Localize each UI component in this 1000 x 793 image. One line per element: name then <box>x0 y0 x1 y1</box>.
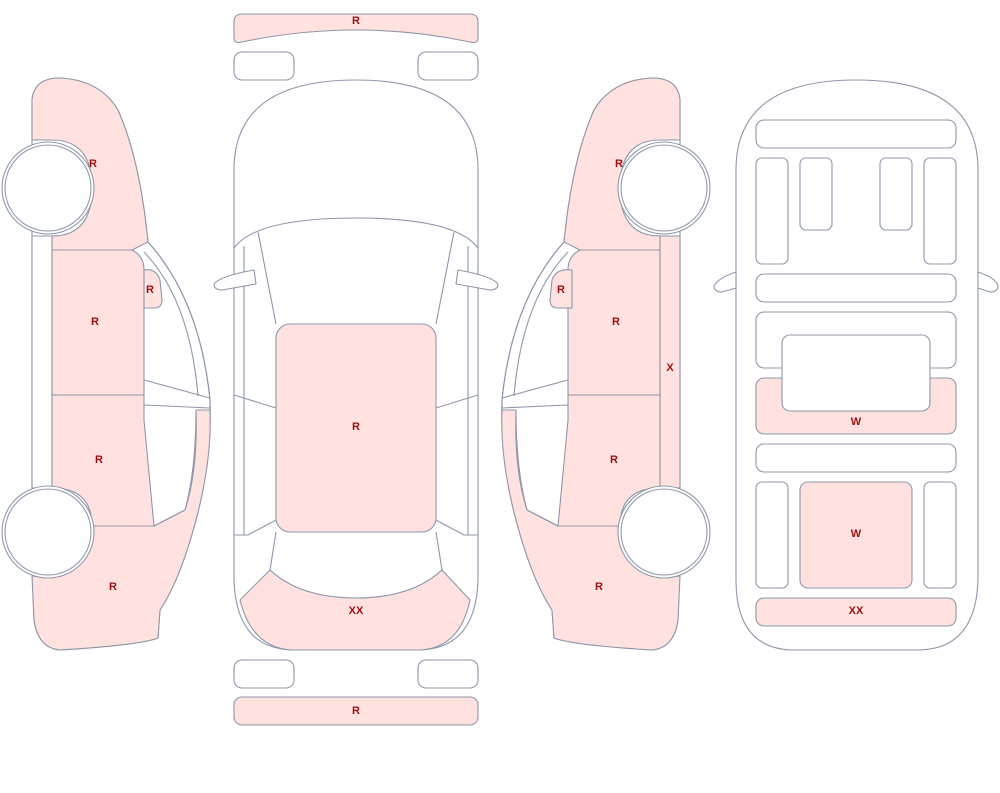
left-vent <box>799 157 833 231</box>
side-lines-top <box>233 394 479 536</box>
right-front-door-code: R <box>610 454 618 466</box>
left-door-trim-rear <box>755 481 789 589</box>
right-vent <box>879 157 913 231</box>
right-side-window-inner <box>513 251 569 397</box>
left-mirror[interactable] <box>143 269 163 309</box>
hood-panel[interactable] <box>239 569 471 651</box>
left-front-fender-code: R <box>109 581 117 593</box>
roof-code: R <box>352 421 360 433</box>
rear-left-light <box>233 659 295 689</box>
right-rear-wheel <box>617 141 711 235</box>
right-rear-quarter-code: R <box>615 158 623 170</box>
interior-cargo-code: XX <box>849 605 864 617</box>
left-side-view: R R R R R <box>1 77 211 651</box>
right-rocker-code: X <box>666 362 674 374</box>
front-bumper-code: R <box>352 15 360 27</box>
right-door-trim-front <box>923 157 957 265</box>
roof-panel[interactable] <box>275 323 437 533</box>
right-rear-door[interactable] <box>567 249 661 396</box>
left-pillar-strip <box>31 235 53 489</box>
right-mirror[interactable] <box>549 269 573 309</box>
left-rear-wheel-inner <box>4 144 92 232</box>
dashboard <box>755 119 957 149</box>
front-right-light <box>417 51 479 81</box>
top-view: R R XX R <box>213 13 499 726</box>
right-rear-door-code: R <box>612 316 620 328</box>
left-rear-quarter-code: R <box>89 158 97 170</box>
rear-right-light <box>417 659 479 689</box>
center-console <box>781 334 931 412</box>
rear-bumper-code: R <box>352 705 360 717</box>
right-mirror-code: R <box>557 284 565 296</box>
interior-cargo-panel[interactable] <box>755 597 957 627</box>
right-side-view: R R R X R R <box>501 77 711 651</box>
right-rear-wheel-inner <box>620 144 708 232</box>
front-left-light <box>233 51 295 81</box>
right-door-trim-rear <box>923 481 957 589</box>
right-belt-line <box>501 379 569 409</box>
right-front-wheel-inner <box>620 488 708 576</box>
interior-row2-code: W <box>851 528 862 540</box>
front-seat-row <box>755 273 957 303</box>
windshield-pillars <box>243 231 469 535</box>
left-rear-wheel <box>1 141 95 235</box>
right-front-fender-code: R <box>595 581 603 593</box>
left-side-window-frame <box>147 241 211 527</box>
rear-bumper-top[interactable] <box>233 696 479 726</box>
left-mirror-top <box>213 269 257 291</box>
front-bumper-top[interactable] <box>233 13 479 44</box>
left-front-wheel-inner <box>4 488 92 576</box>
windshield <box>233 217 479 249</box>
rear-seat-row <box>755 443 957 473</box>
interior-right-mirror <box>977 271 999 293</box>
left-belt-line <box>143 379 211 409</box>
right-side-window-frame <box>501 241 565 527</box>
left-rear-door[interactable] <box>51 249 145 396</box>
left-front-door-code: R <box>95 454 103 466</box>
right-mirror-top <box>455 269 499 291</box>
interior-view: W W XX <box>713 79 999 651</box>
left-side-window-inner <box>143 251 199 397</box>
right-front-wheel <box>617 485 711 579</box>
interior-row1-code: W <box>851 416 862 428</box>
hood-code: XX <box>349 605 364 617</box>
left-rear-door-code: R <box>91 316 99 328</box>
left-mirror-code: R <box>146 284 154 296</box>
interior-row2-panel[interactable] <box>799 481 913 589</box>
interior-left-mirror <box>713 271 737 293</box>
left-door-trim-front <box>755 157 789 265</box>
left-front-wheel <box>1 485 95 579</box>
